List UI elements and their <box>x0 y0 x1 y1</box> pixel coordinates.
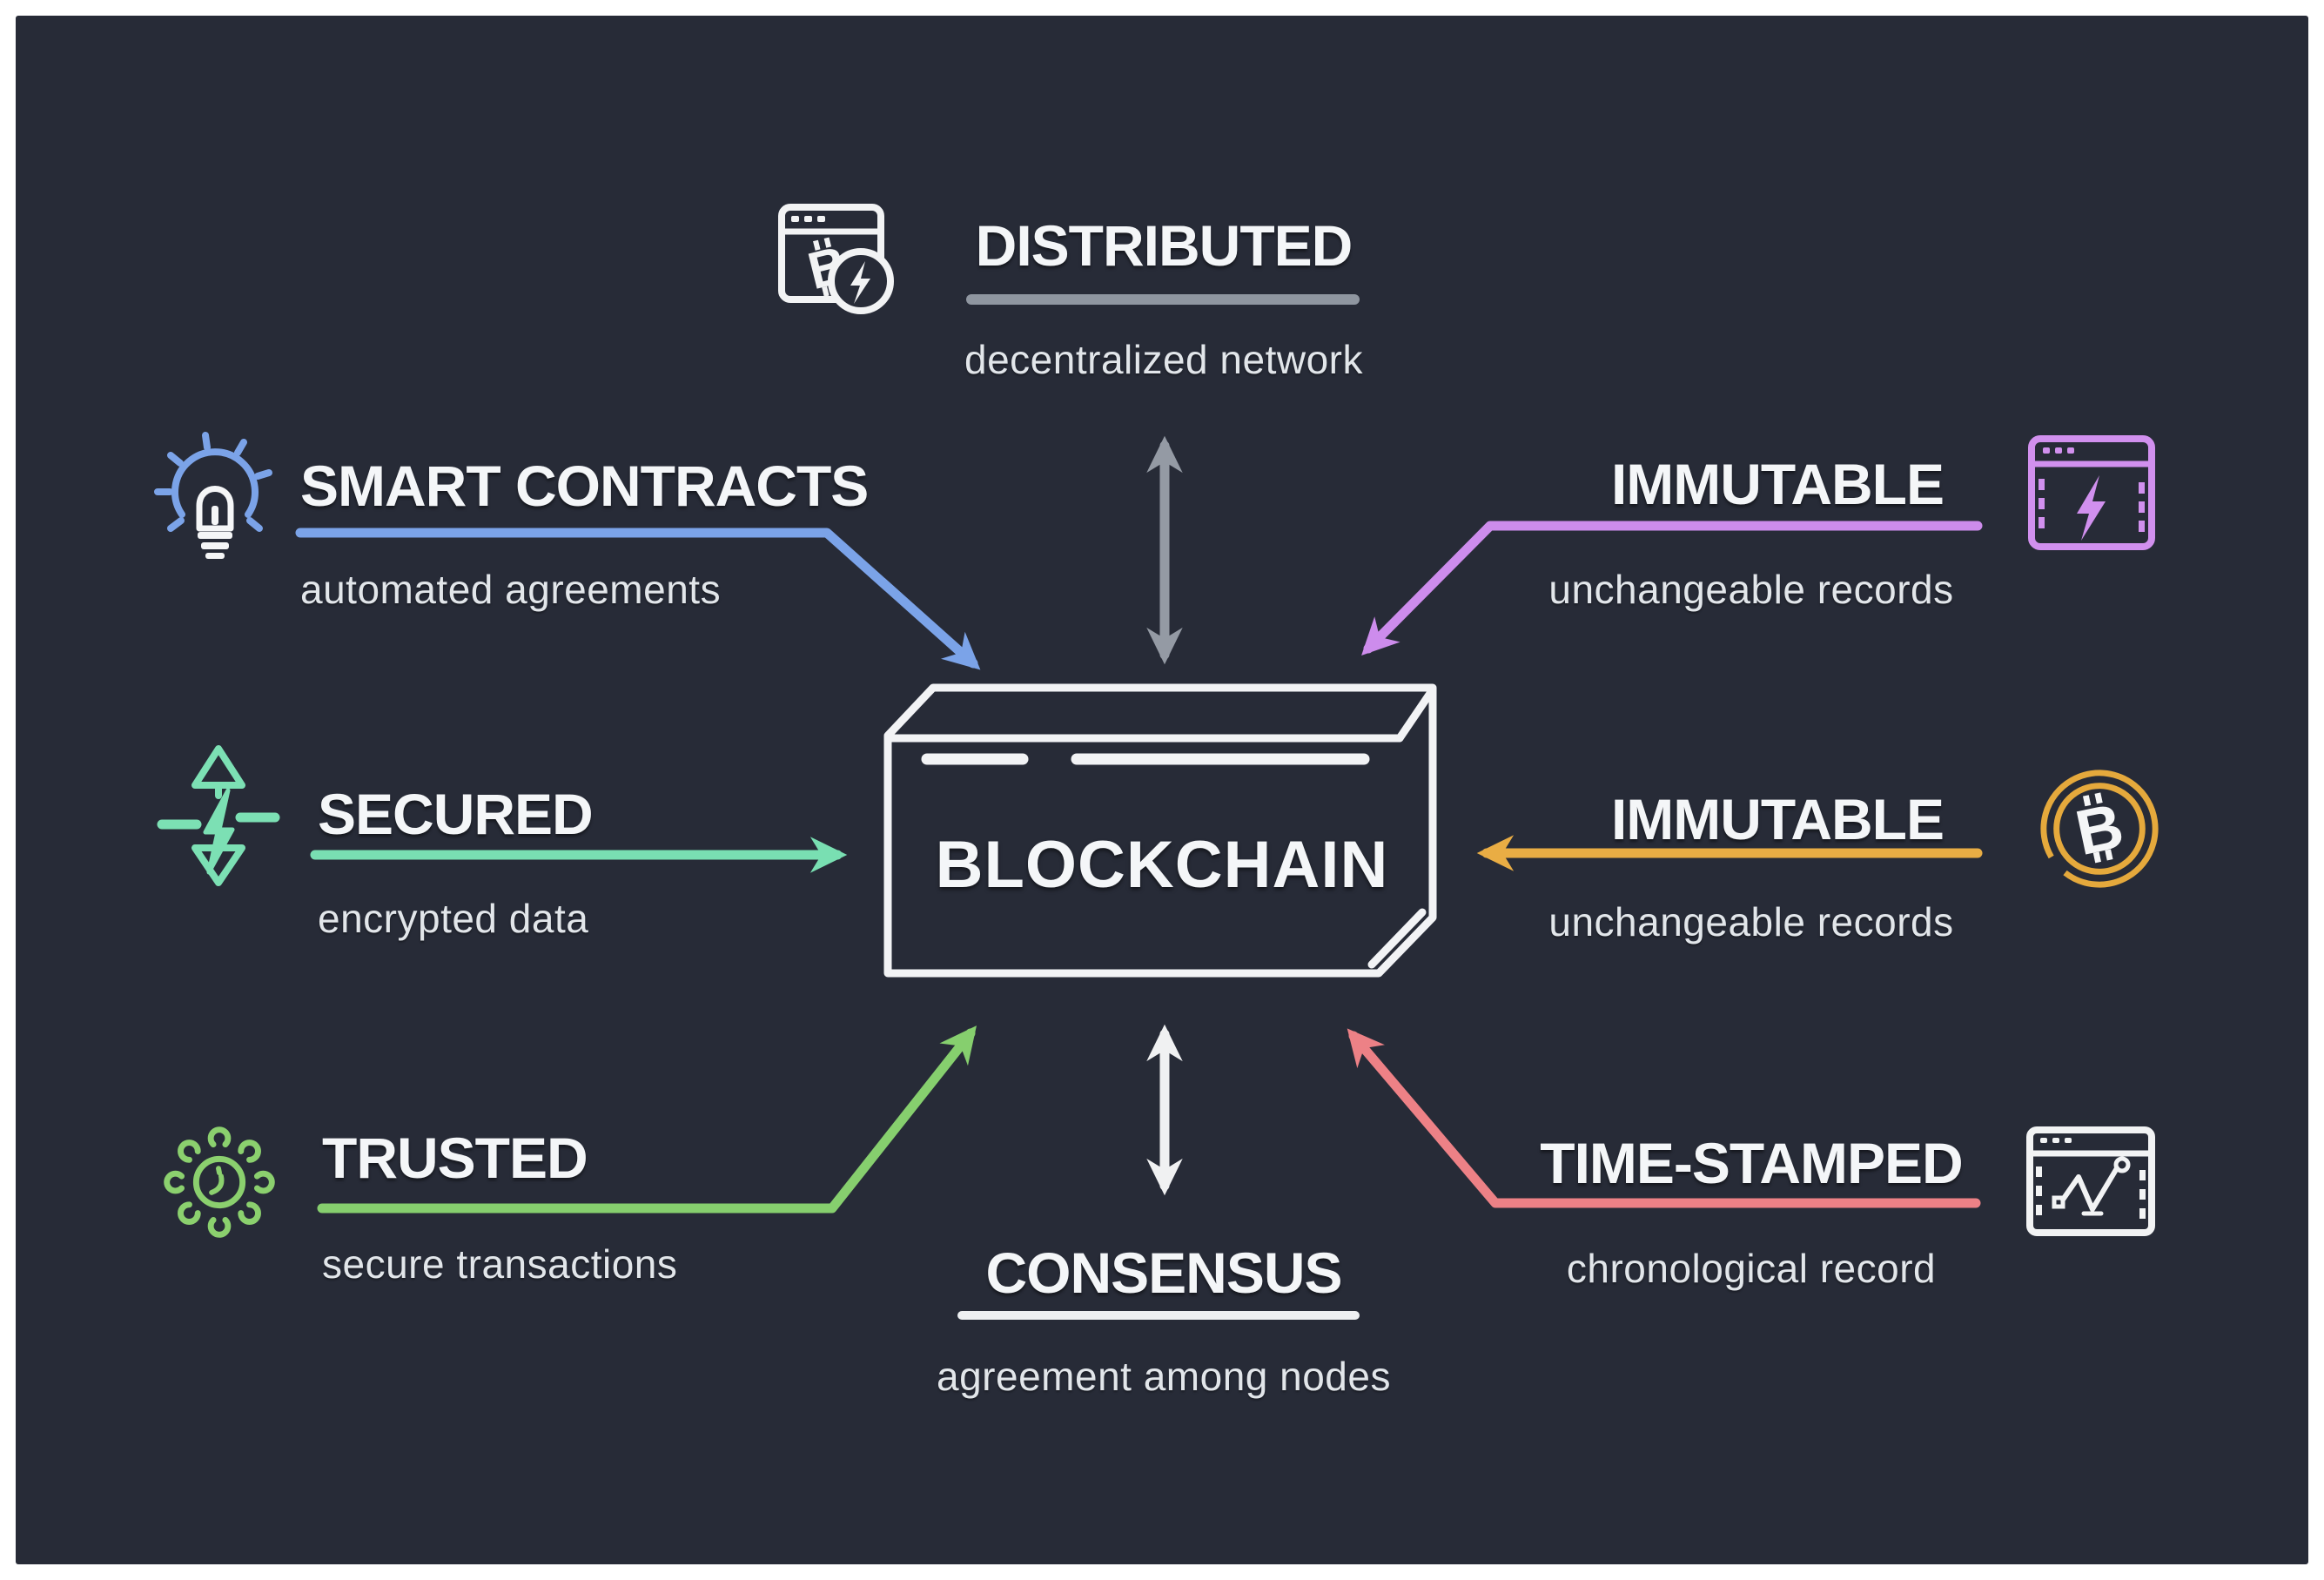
time-stamped-title: TIME-STAMPED <box>1540 1131 1963 1195</box>
secured-subtitle: encrypted data <box>318 896 589 941</box>
distributed-underline <box>966 294 1360 305</box>
immutable-upper-title: IMMUTABLE <box>1610 452 1945 516</box>
consensus-subtitle: agreement among nodes <box>937 1354 1391 1399</box>
time-stamped-arrow <box>1347 1028 1981 1208</box>
bitcoin-coin-icon: B <box>2040 770 2159 888</box>
immutable-right-title: IMMUTABLE <box>1610 787 1945 851</box>
immutable-upper-subtitle: unchangeable records <box>1548 567 1954 612</box>
browser-lightning-icon <box>2028 435 2155 550</box>
dark-panel <box>16 16 2308 1564</box>
lightning-updown-arrows-icon <box>157 745 280 886</box>
time-stamped-subtitle: chronological record <box>1566 1246 1937 1291</box>
blockchain-box <box>883 683 1437 978</box>
consensus-title: CONSENSUS <box>985 1240 1342 1305</box>
blockchain-label: BLOCKCHAIN <box>935 828 1389 902</box>
secured-title: SECURED <box>318 782 594 846</box>
consensus-underline <box>957 1311 1360 1320</box>
trusted-arrow <box>317 1025 977 1214</box>
distributed-subtitle: decentralized network <box>964 337 1363 382</box>
clock-burst-icon <box>164 1126 275 1238</box>
trusted-subtitle: secure transactions <box>322 1241 678 1287</box>
immutable-right-subtitle: unchangeable records <box>1548 899 1954 945</box>
browser-chart-icon <box>2026 1126 2155 1236</box>
smart-contracts-arrow <box>295 528 981 670</box>
browser-bitcoin-lightning-icon: B <box>778 204 894 314</box>
smart-contracts-title: SMART CONTRACTS <box>300 454 869 518</box>
smart-contracts-subtitle: automated agreements <box>300 567 722 612</box>
immutable-upper-arrow <box>1361 521 1983 656</box>
trusted-title: TRUSTED <box>322 1126 588 1190</box>
distributed-title: DISTRIBUTED <box>975 213 1353 278</box>
lightbulb-icon <box>154 432 272 559</box>
